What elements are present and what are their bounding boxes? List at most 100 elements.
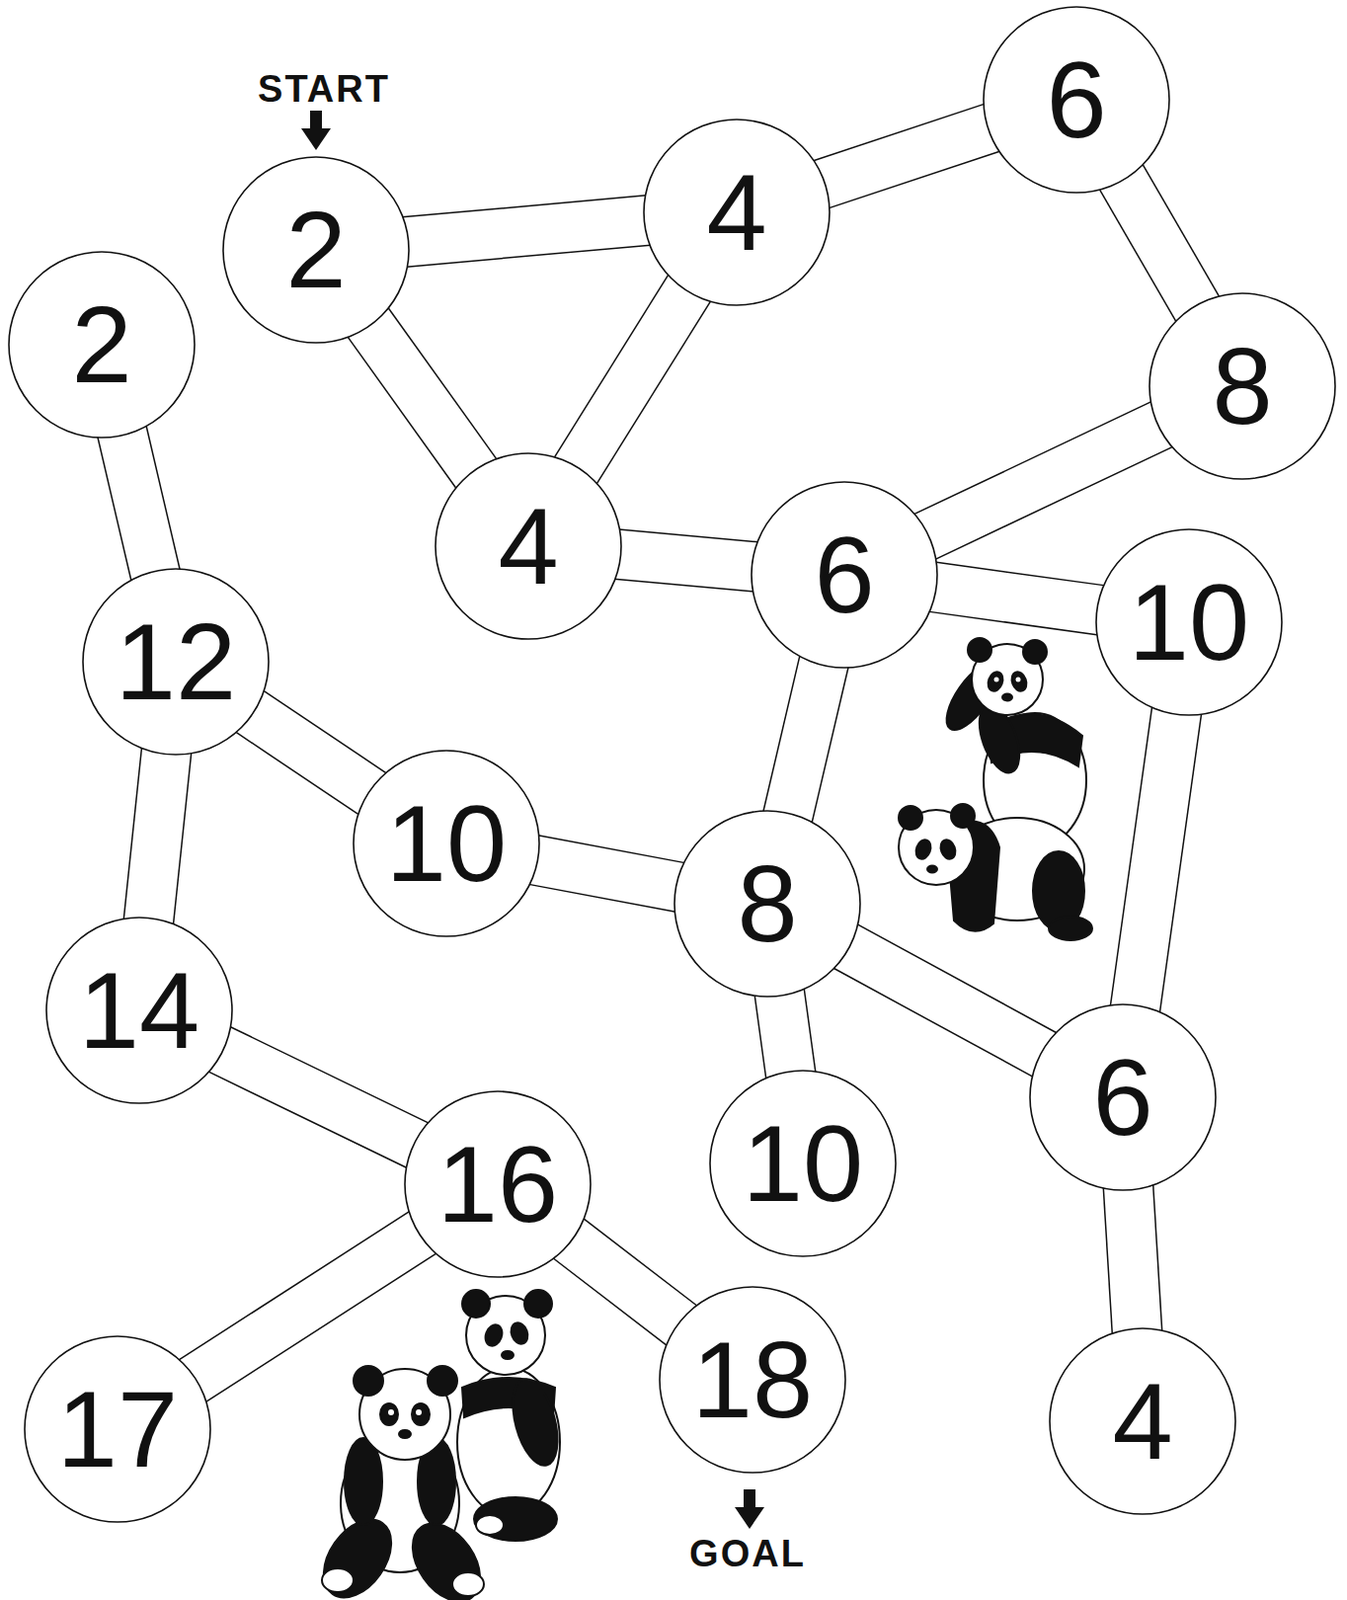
number-circle: 2	[7, 250, 196, 439]
circle-shape	[82, 568, 269, 755]
path-outline	[614, 554, 760, 567]
panda-leg	[398, 1510, 494, 1600]
number-circle: 17	[23, 1335, 212, 1523]
path-outline	[121, 428, 157, 579]
panda-pair-illustration	[898, 637, 1093, 941]
panda-ear	[524, 1289, 553, 1318]
number-circle: 6	[1029, 1003, 1217, 1191]
circle-shape	[435, 453, 622, 639]
panda-eye	[482, 1322, 506, 1348]
panda-ear	[967, 637, 992, 662]
circle-shape	[674, 810, 861, 997]
maze-number: 6	[1092, 1042, 1153, 1152]
maze-number: 16	[437, 1129, 558, 1239]
panda-eye	[985, 669, 1006, 694]
path-outline	[1127, 1183, 1137, 1336]
panda-leg	[474, 1497, 557, 1541]
path-fill	[842, 945, 1047, 1057]
path-outline	[842, 945, 1047, 1057]
circle-shape	[1030, 1004, 1216, 1190]
path-outline	[366, 319, 479, 477]
panda-eye-shine	[1016, 677, 1022, 683]
start-arrow	[301, 110, 331, 151]
circle-shape	[24, 1336, 211, 1522]
number-circle: 10	[709, 1069, 897, 1258]
circle-shape	[1096, 529, 1282, 715]
number-circle: 8	[673, 809, 862, 998]
arrow-shaft	[310, 110, 322, 131]
arrow-shaft	[743, 1489, 756, 1509]
path-outline	[1119, 173, 1200, 312]
path-outline	[148, 747, 167, 926]
circle-shape	[1149, 293, 1336, 479]
circle-shape	[404, 1091, 591, 1277]
path-fill	[818, 126, 996, 185]
arrow-head	[301, 128, 331, 151]
panda-eye-shine	[388, 1409, 395, 1416]
maze-path	[148, 747, 167, 926]
number-circle: 4	[434, 452, 623, 640]
panda-eye-shine	[994, 677, 1000, 683]
circle-shape	[46, 917, 233, 1104]
number-circle: 14	[45, 916, 234, 1105]
maze-path	[573, 285, 692, 474]
panda-eye	[508, 1320, 532, 1347]
path-outline	[929, 586, 1105, 611]
maze-number: 10	[386, 789, 507, 898]
maze-number: 4	[497, 491, 558, 601]
goal-arrow	[734, 1489, 765, 1529]
path-fill	[565, 1236, 685, 1328]
maze-number: 6	[1045, 45, 1107, 155]
maze-path	[787, 658, 825, 821]
maze-number: 2	[71, 290, 132, 399]
panda-nose	[398, 1429, 411, 1438]
path-fill	[366, 319, 479, 477]
maze-number: 12	[115, 607, 237, 716]
path-fill	[1127, 1183, 1137, 1336]
path-outline	[401, 220, 652, 243]
maze-path	[1134, 707, 1178, 1013]
maze-path	[929, 586, 1105, 611]
panda-ear	[427, 1365, 458, 1396]
path-outline	[787, 658, 825, 821]
start-label: START	[257, 68, 391, 111]
path-outline	[565, 1236, 685, 1328]
circle-shape	[983, 6, 1170, 193]
number-circle: 4	[1048, 1327, 1237, 1515]
maze-path	[922, 422, 1166, 538]
panda-foot-pad	[321, 1568, 354, 1592]
maze-path	[779, 988, 792, 1079]
number-circle: 12	[81, 567, 270, 756]
number-circle: 16	[403, 1090, 592, 1278]
circle-shape	[1049, 1328, 1236, 1514]
path-fill	[1134, 707, 1178, 1013]
path-fill	[573, 285, 692, 474]
path-fill	[922, 422, 1166, 538]
panda-eye	[938, 837, 958, 862]
maze-path	[246, 710, 376, 796]
path-outline	[189, 1230, 426, 1383]
path-outline	[531, 859, 684, 888]
path-fill	[614, 554, 760, 567]
panda-eye	[411, 1403, 430, 1426]
maze-path	[531, 859, 684, 888]
number-circle: 6	[982, 5, 1171, 194]
circle-shape	[8, 251, 195, 438]
maze-path	[121, 428, 157, 579]
panda-eye-shine	[415, 1409, 422, 1416]
panda-arm	[504, 1373, 566, 1470]
path-fill	[246, 710, 376, 796]
path-outline	[779, 988, 792, 1079]
number-circle: 18	[658, 1285, 847, 1474]
circle-shape	[710, 1070, 896, 1257]
path-fill	[929, 586, 1105, 611]
panda-ear	[462, 1289, 490, 1318]
path-fill	[401, 220, 652, 243]
panda-pair-illustration	[310, 1289, 566, 1600]
panda-eye	[1009, 669, 1030, 694]
path-outline	[246, 710, 376, 796]
maze-path	[366, 319, 479, 477]
panda-nose	[501, 1350, 514, 1359]
maze-path	[565, 1236, 685, 1328]
number-circle: 10	[1095, 528, 1283, 716]
